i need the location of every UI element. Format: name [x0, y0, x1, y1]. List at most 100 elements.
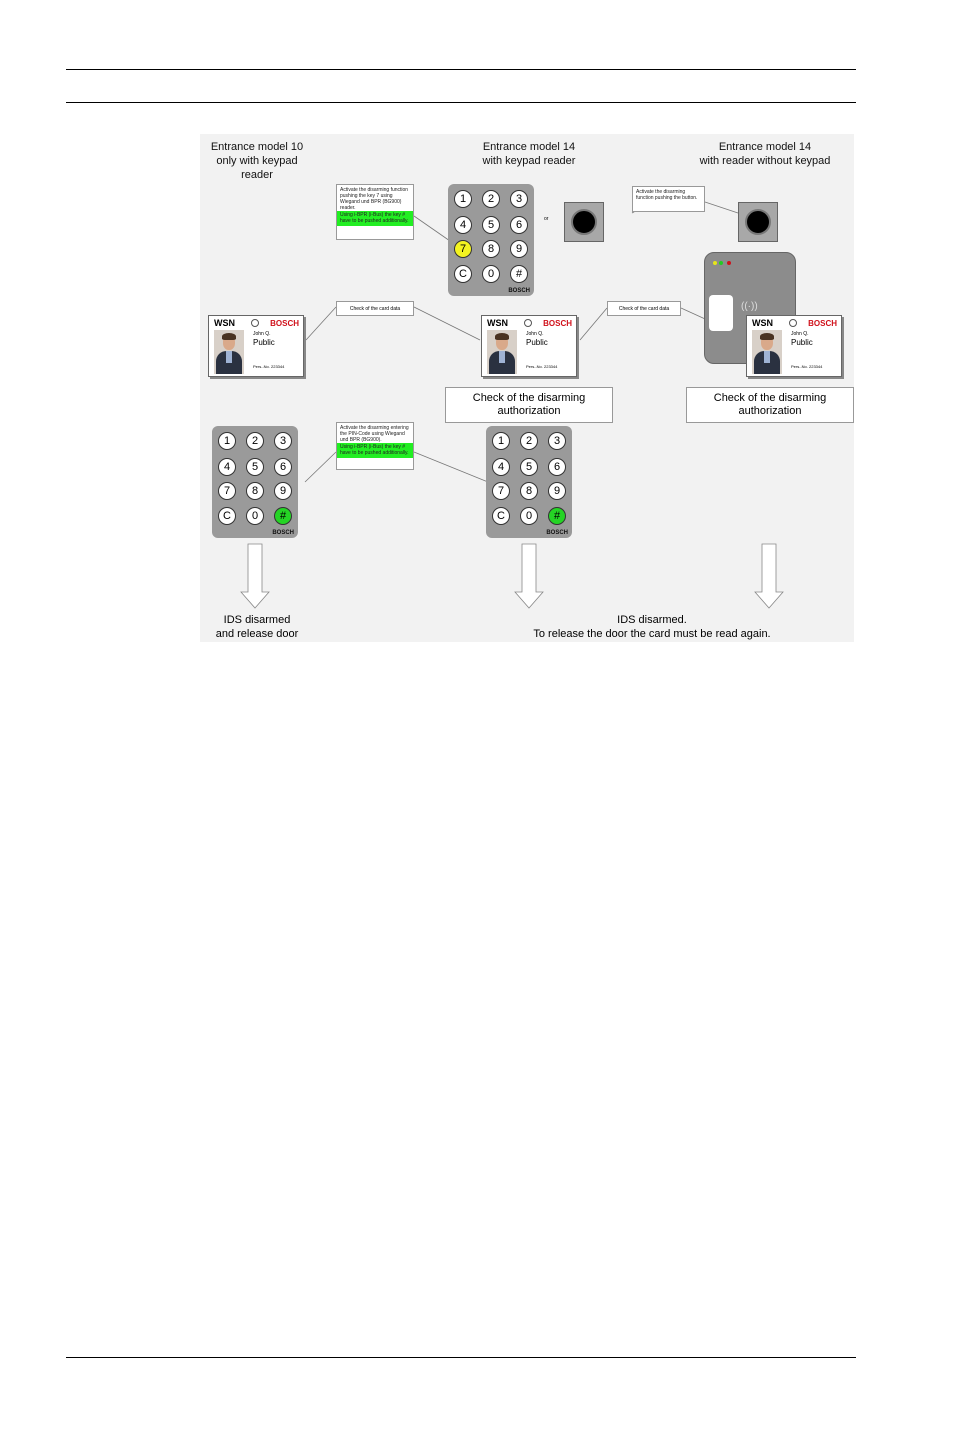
card-system: WSN — [214, 318, 235, 328]
result-right: IDS disarmed. To release the door the ca… — [510, 613, 794, 641]
keypad-brand: BOSCH — [508, 288, 530, 294]
note-pin: Activate the disarming entering the PIN-… — [336, 422, 414, 470]
column-title-line2: with keypad reader — [482, 155, 576, 167]
or-label: or — [544, 216, 549, 222]
card-system: WSN — [487, 318, 508, 328]
key-5[interactable]: 5 — [482, 216, 500, 234]
key-2[interactable]: 2 — [482, 190, 500, 208]
led-red — [727, 261, 731, 265]
note-text: Activate the disarming function pushing … — [636, 189, 698, 201]
card-brand: BOSCH — [543, 319, 572, 328]
disarming-diagram: Entrance model 10 only with keypad reade… — [200, 134, 854, 642]
card-pers-no: Pers.-No. 223344 — [253, 364, 285, 369]
note-green-text: Using i-BPR (i-Bus) the key # have to be… — [337, 443, 413, 458]
id-card-left: WSN BOSCH John Q. Public Pers.-No. 22334… — [208, 315, 304, 377]
card-check-label-right: Check of the card data — [607, 301, 681, 316]
result-line1: IDS disarmed. — [617, 614, 687, 626]
card-brand: BOSCH — [270, 319, 299, 328]
key-1[interactable]: 1 — [218, 432, 236, 450]
key-0[interactable]: 0 — [482, 265, 500, 283]
column-title-line1: Entrance model 14 — [482, 141, 576, 153]
key-8[interactable]: 8 — [482, 240, 500, 258]
column-title-line2: with reader without keypad — [699, 155, 831, 167]
column-title-line1: Entrance model 10 — [210, 141, 304, 153]
keypad-brand: BOSCH — [272, 530, 294, 536]
card-photo — [214, 330, 244, 374]
column-title-line1: Entrance model 14 — [718, 141, 812, 153]
note-green-text: Using i-BPR (i-Bus) the key # have to be… — [337, 211, 413, 226]
id-card-right: WSN BOSCH John Q. Public Pers.-No. 22334… — [746, 315, 842, 377]
key-3[interactable]: 3 — [510, 190, 528, 208]
key-1[interactable]: 1 — [454, 190, 472, 208]
check-authorization-center: Check of the disarming authorization — [445, 387, 613, 423]
key-3[interactable]: 3 — [548, 432, 566, 450]
card-photo — [752, 330, 782, 374]
id-card-center: WSN BOSCH John Q. Public Pers.-No. 22334… — [481, 315, 577, 377]
led-yellow — [713, 261, 717, 265]
card-first-name: John Q. — [791, 331, 809, 337]
key-8[interactable]: 8 — [520, 482, 538, 500]
key-hash-highlighted[interactable]: # — [274, 507, 292, 525]
card-brand: BOSCH — [808, 319, 837, 328]
key-9[interactable]: 9 — [548, 482, 566, 500]
key-6[interactable]: 6 — [548, 458, 566, 476]
column-title-model14-keypad: Entrance model 14 with keypad reader — [462, 140, 596, 168]
column-title-model14-no-keypad: Entrance model 14 with reader without ke… — [690, 140, 840, 168]
key-hash[interactable]: # — [510, 265, 528, 283]
card-check-label-left: Check of the card data — [336, 301, 414, 316]
key-0[interactable]: 0 — [520, 507, 538, 525]
bosch-logo-icon — [251, 319, 259, 327]
card-pers-no: Pers.-No. 223344 — [526, 364, 558, 369]
key-8[interactable]: 8 — [246, 482, 264, 500]
note-text: Activate the disarming entering the PIN-… — [340, 425, 409, 443]
key-9[interactable]: 9 — [274, 482, 292, 500]
key-7[interactable]: 7 — [218, 482, 236, 500]
led-green — [719, 261, 723, 265]
footer-rule — [66, 1357, 856, 1358]
card-system: WSN — [752, 318, 773, 328]
disarm-button[interactable] — [571, 209, 597, 235]
note-text: Activate the disarming function pushing … — [340, 187, 409, 211]
disarm-button[interactable] — [745, 209, 771, 235]
key-7[interactable]: 7 — [492, 482, 510, 500]
header-rule-bottom — [66, 102, 856, 103]
card-photo — [487, 330, 517, 374]
key-2[interactable]: 2 — [246, 432, 264, 450]
column-title-line2: only with keypad reader — [216, 155, 298, 181]
key-6[interactable]: 6 — [274, 458, 292, 476]
bosch-logo-icon — [524, 319, 532, 327]
key-5[interactable]: 5 — [246, 458, 264, 476]
key-4[interactable]: 4 — [218, 458, 236, 476]
card-last-name: Public — [791, 338, 813, 347]
header-rule-top — [66, 69, 856, 70]
check-authorization-right: Check of the disarming authorization — [686, 387, 854, 423]
key-6[interactable]: 6 — [510, 216, 528, 234]
contactless-icon: ((·)) — [741, 301, 758, 312]
key-3[interactable]: 3 — [274, 432, 292, 450]
key-c[interactable]: C — [218, 507, 236, 525]
key-9[interactable]: 9 — [510, 240, 528, 258]
keypad-top: 1 2 3 4 5 6 7 8 9 C 0 # BOSCH — [448, 184, 534, 296]
connector-lines — [240, 201, 784, 609]
key-4[interactable]: 4 — [492, 458, 510, 476]
key-5[interactable]: 5 — [520, 458, 538, 476]
key-hash-highlighted[interactable]: # — [548, 507, 566, 525]
card-last-name: Public — [253, 338, 275, 347]
column-title-model10: Entrance model 10 only with keypad reade… — [200, 140, 314, 182]
result-left: IDS disarmed and release door — [200, 613, 314, 641]
note-button: Activate the disarming function pushing … — [632, 186, 705, 212]
note-key-7: Activate the disarming function pushing … — [336, 184, 414, 240]
key-c[interactable]: C — [492, 507, 510, 525]
card-first-name: John Q. — [526, 331, 544, 337]
key-7-highlighted[interactable]: 7 — [454, 240, 472, 258]
key-4[interactable]: 4 — [454, 216, 472, 234]
push-button-right — [738, 202, 778, 242]
key-2[interactable]: 2 — [520, 432, 538, 450]
key-c[interactable]: C — [454, 265, 472, 283]
key-1[interactable]: 1 — [492, 432, 510, 450]
card-last-name: Public — [526, 338, 548, 347]
key-0[interactable]: 0 — [246, 507, 264, 525]
push-button-center — [564, 202, 604, 242]
reader-slot — [709, 295, 733, 331]
result-line2: and release door — [215, 628, 299, 640]
